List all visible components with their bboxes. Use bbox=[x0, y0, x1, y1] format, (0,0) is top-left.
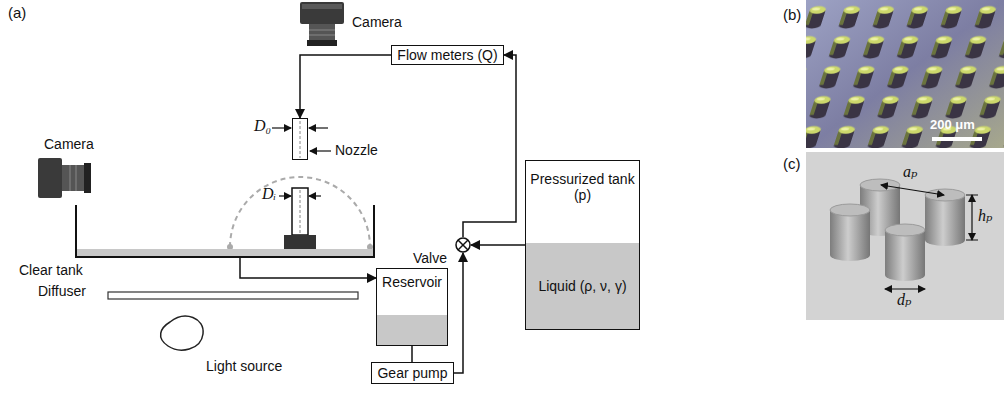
figure-label: D₀ bbox=[254, 117, 271, 135]
flow-pipe bbox=[411, 346, 413, 362]
flow-pipe bbox=[300, 55, 391, 118]
figure-label: Light source bbox=[206, 358, 282, 374]
camera-body bbox=[302, 4, 342, 9]
dimension-arrow bbox=[971, 195, 972, 240]
impact-cylinder bbox=[292, 188, 308, 235]
valve-outline bbox=[455, 237, 471, 253]
light-source bbox=[161, 316, 204, 350]
flow-pipe bbox=[240, 258, 376, 278]
figure-label: Camera bbox=[352, 14, 402, 30]
dimension-arrow bbox=[309, 195, 321, 196]
camera-body bbox=[300, 2, 344, 24]
tank-liquid bbox=[77, 249, 373, 256]
figure-label: (a) bbox=[8, 4, 26, 21]
lens-ring bbox=[76, 165, 77, 191]
reservoir: Reservoir bbox=[376, 268, 448, 346]
center-line bbox=[300, 190, 301, 234]
dimension-tick bbox=[966, 240, 978, 241]
nozzle: Nozzle bbox=[292, 118, 308, 160]
side-camera bbox=[38, 158, 91, 198]
figure-label: (c) bbox=[783, 155, 801, 172]
camera-lens bbox=[84, 163, 91, 193]
lens-ring bbox=[309, 30, 335, 31]
camera-lens bbox=[309, 24, 335, 41]
pillar bbox=[830, 204, 870, 261]
camera-body bbox=[38, 158, 62, 198]
node-text: Reservoir bbox=[382, 274, 442, 290]
figure-label: hₚ bbox=[978, 207, 992, 225]
scale-bar bbox=[932, 137, 982, 141]
figure-label: aₚ bbox=[903, 163, 917, 181]
dimension-arrow bbox=[279, 195, 291, 196]
figure-label: (b) bbox=[783, 6, 801, 23]
diffuser-plate bbox=[108, 292, 358, 299]
valve-symbol: Valve bbox=[455, 237, 471, 253]
figure-label: Dᵢ bbox=[262, 185, 276, 203]
camera-lens bbox=[307, 40, 337, 46]
node-text: Gear pump bbox=[377, 365, 447, 381]
dimension-arrow bbox=[272, 127, 291, 128]
center-line bbox=[300, 121, 301, 158]
node-text: Nozzle bbox=[335, 142, 378, 158]
lens-ring bbox=[309, 35, 335, 36]
lens-ring bbox=[70, 165, 71, 191]
flow-meter-box: Flow meters (Q) bbox=[391, 45, 504, 65]
figure-label: dₚ bbox=[897, 291, 911, 309]
flow-pipe bbox=[454, 253, 463, 373]
dimension-arrow bbox=[885, 288, 925, 289]
figure-label: Diffuser bbox=[38, 283, 86, 299]
figure-label: Camera bbox=[44, 136, 94, 152]
dimension-tick bbox=[966, 195, 978, 196]
top-camera bbox=[300, 2, 344, 46]
render-ground bbox=[806, 152, 1004, 320]
pillar bbox=[885, 224, 925, 281]
micrograph-ground bbox=[806, 0, 1004, 148]
node-text: Liquid (ρ, ν, γ) bbox=[538, 278, 626, 294]
base-block bbox=[284, 235, 316, 250]
node-text: Flow meters (Q) bbox=[397, 47, 497, 63]
figure-label: 200 μm bbox=[930, 118, 975, 133]
liquid-region: Liquid (ρ, ν, γ) bbox=[526, 243, 639, 329]
dimension-arrow bbox=[881, 185, 944, 195]
camera-lens bbox=[62, 165, 84, 191]
node-text: Clear tank bbox=[19, 262, 83, 278]
micrograph-pillars bbox=[806, 0, 1004, 148]
gear-pump-box: Gear pump bbox=[371, 362, 454, 384]
reservoir-liquid bbox=[377, 315, 447, 345]
pressurized-tank: Pressurized tank (p) Liquid (ρ, ν, γ) bbox=[525, 160, 640, 330]
flow-pipe bbox=[463, 55, 516, 237]
node-text: Valve bbox=[413, 250, 447, 266]
flow-pipe bbox=[471, 244, 525, 246]
leader-arrow bbox=[310, 150, 331, 151]
clear-tank: Clear tank bbox=[75, 205, 375, 258]
node-text: Pressurized tank (p) bbox=[526, 171, 639, 203]
pillar bbox=[925, 189, 965, 246]
dimension-arrow bbox=[309, 127, 328, 128]
